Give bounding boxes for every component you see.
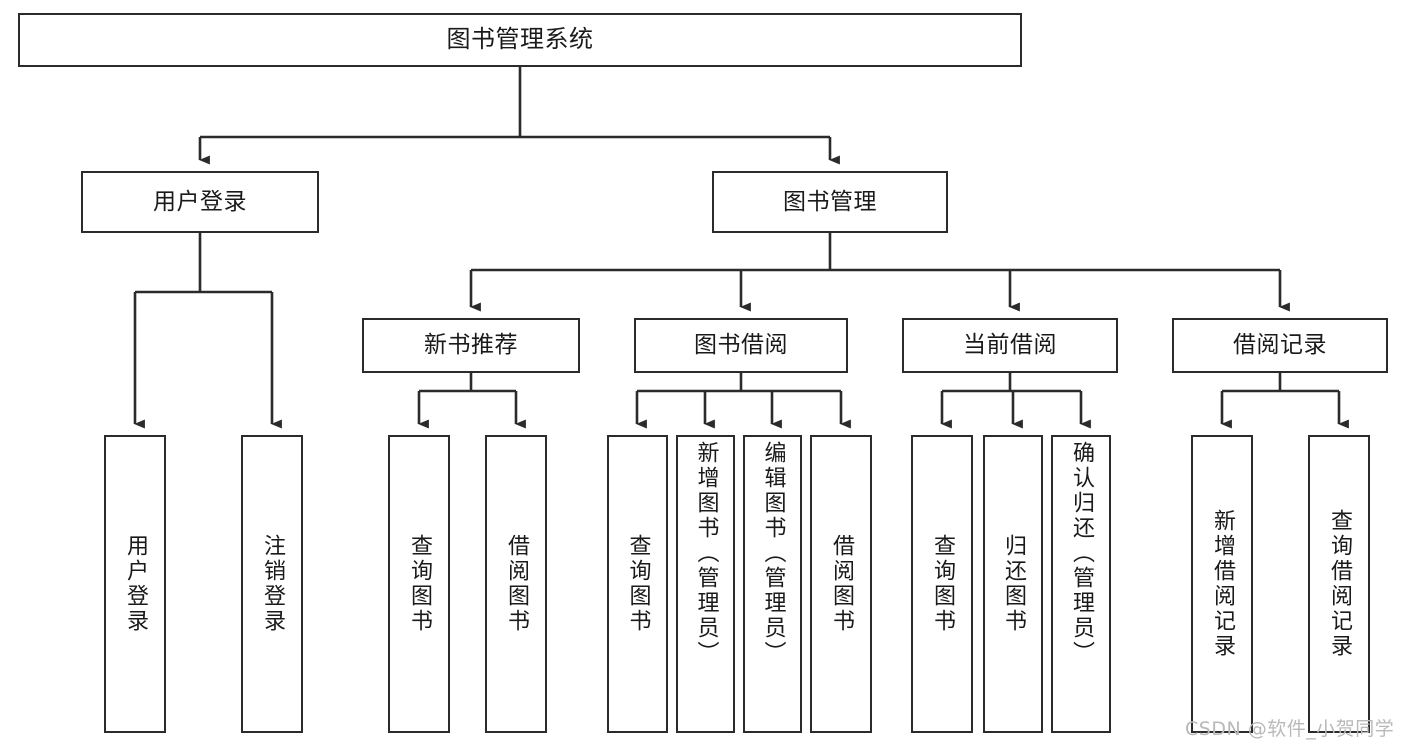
csdn-watermark: CSDN @软件_小贺同学 <box>1185 718 1395 740</box>
node-leaf-confirm-return-admin-label: 确认归还（管理员） <box>1069 441 1094 666</box>
node-book-management-label: 图书管理 <box>783 188 877 215</box>
node-root-label: 图书管理系统 <box>446 25 594 54</box>
node-leaf-user-login[interactable]: 用户登录 <box>104 435 166 733</box>
node-borrow-record-label: 借阅记录 <box>1233 332 1327 359</box>
node-book-borrow-label: 图书借阅 <box>694 332 788 359</box>
node-leaf-query-book-recommend[interactable]: 查询图书 <box>388 435 450 733</box>
node-leaf-borrow-book-recommend-label: 借阅图书 <box>504 534 529 634</box>
node-leaf-user-logout-label: 注销登录 <box>260 534 285 634</box>
node-leaf-edit-book-admin[interactable]: 编辑图书（管理员） <box>743 435 802 733</box>
node-leaf-confirm-return-admin[interactable]: 确认归还（管理员） <box>1051 435 1111 733</box>
node-current-borrow[interactable]: 当前借阅 <box>902 318 1118 373</box>
node-leaf-query-borrow-record-label: 查询借阅记录 <box>1327 509 1352 659</box>
node-leaf-add-borrow-record-label: 新增借阅记录 <box>1210 509 1235 659</box>
node-leaf-add-book-admin-label: 新增图书（管理员） <box>693 441 719 666</box>
node-new-book-recommend-label: 新书推荐 <box>424 332 518 359</box>
node-user-login[interactable]: 用户登录 <box>81 171 319 233</box>
node-leaf-borrow-book[interactable]: 借阅图书 <box>810 435 872 733</box>
node-root[interactable]: 图书管理系统 <box>18 13 1022 67</box>
node-leaf-query-book-current[interactable]: 查询图书 <box>911 435 973 733</box>
node-borrow-record[interactable]: 借阅记录 <box>1172 318 1388 373</box>
node-book-management[interactable]: 图书管理 <box>712 171 948 233</box>
node-leaf-query-book-borrow[interactable]: 查询图书 <box>607 435 668 733</box>
node-leaf-query-book-recommend-label: 查询图书 <box>407 534 432 634</box>
node-leaf-query-book-borrow-label: 查询图书 <box>625 534 651 634</box>
node-leaf-query-borrow-record[interactable]: 查询借阅记录 <box>1308 435 1370 733</box>
node-leaf-add-book-admin[interactable]: 新增图书（管理员） <box>676 435 735 733</box>
node-leaf-query-book-current-label: 查询图书 <box>930 534 955 634</box>
node-leaf-return-book-label: 归还图书 <box>1001 534 1026 634</box>
node-current-borrow-label: 当前借阅 <box>963 332 1057 359</box>
node-leaf-return-book[interactable]: 归还图书 <box>983 435 1043 733</box>
node-leaf-borrow-book-label: 借阅图书 <box>829 534 854 634</box>
node-leaf-user-login-label: 用户登录 <box>123 534 148 634</box>
node-book-borrow[interactable]: 图书借阅 <box>634 318 848 373</box>
node-new-book-recommend[interactable]: 新书推荐 <box>362 318 580 373</box>
node-leaf-borrow-book-recommend[interactable]: 借阅图书 <box>485 435 547 733</box>
node-user-login-label: 用户登录 <box>153 188 247 215</box>
node-leaf-edit-book-admin-label: 编辑图书（管理员） <box>760 441 786 666</box>
node-leaf-add-borrow-record[interactable]: 新增借阅记录 <box>1191 435 1253 733</box>
node-leaf-user-logout[interactable]: 注销登录 <box>241 435 303 733</box>
